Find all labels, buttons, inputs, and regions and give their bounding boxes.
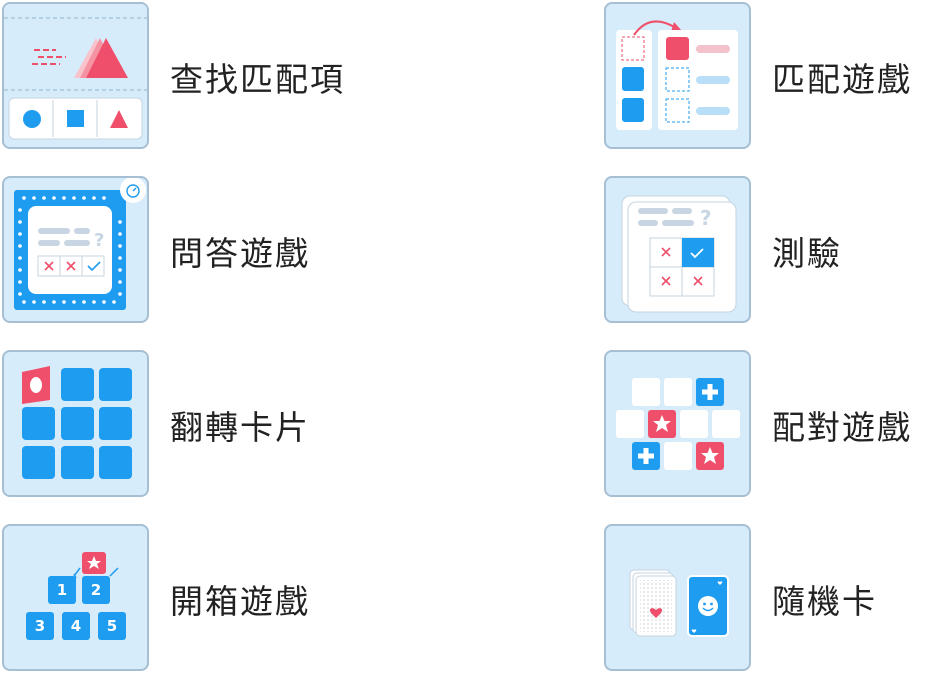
activity-find-match[interactable]: 查找匹配項: [2, 2, 422, 152]
matching-game-icon: [604, 2, 751, 149]
activity-label: 配對遊戲: [772, 408, 912, 447]
match-up-game-icon: [604, 350, 751, 497]
box-number-1: 1: [56, 581, 68, 599]
find-match-icon: [2, 2, 149, 149]
activity-quiz[interactable]: ? 測驗: [604, 176, 952, 326]
svg-text:?: ?: [94, 230, 104, 251]
activity-label: 測驗: [772, 234, 842, 273]
quiz-game-icon: ?: [2, 176, 149, 323]
activity-label: 開箱遊戲: [170, 582, 310, 621]
activity-match-up-game[interactable]: 配對遊戲: [604, 350, 952, 500]
activity-quiz-game[interactable]: ? 問答遊戲: [2, 176, 422, 326]
activity-label: 隨機卡: [772, 582, 877, 621]
box-number-2: 2: [90, 581, 102, 599]
flip-cards-icon: [2, 350, 149, 497]
quiz-icon: ?: [604, 176, 751, 323]
activity-random-cards[interactable]: 隨機卡: [604, 524, 952, 674]
random-cards-icon: [604, 524, 751, 671]
activity-label: 查找匹配項: [170, 60, 345, 99]
open-box-icon: 1 2 3 4 5: [2, 524, 149, 671]
svg-text:?: ?: [700, 206, 712, 230]
box-number-3: 3: [34, 617, 46, 635]
activity-label: 問答遊戲: [170, 234, 310, 273]
box-number-4: 4: [70, 617, 82, 635]
activity-label: 匹配遊戲: [772, 60, 912, 99]
activity-flip-cards[interactable]: 翻轉卡片: [2, 350, 422, 500]
box-number-5: 5: [106, 617, 118, 635]
activity-label: 翻轉卡片: [170, 408, 310, 447]
activity-open-box[interactable]: 1 2 3 4 5 開箱遊戲: [2, 524, 422, 674]
activity-matching-game[interactable]: 匹配遊戲: [604, 2, 952, 152]
